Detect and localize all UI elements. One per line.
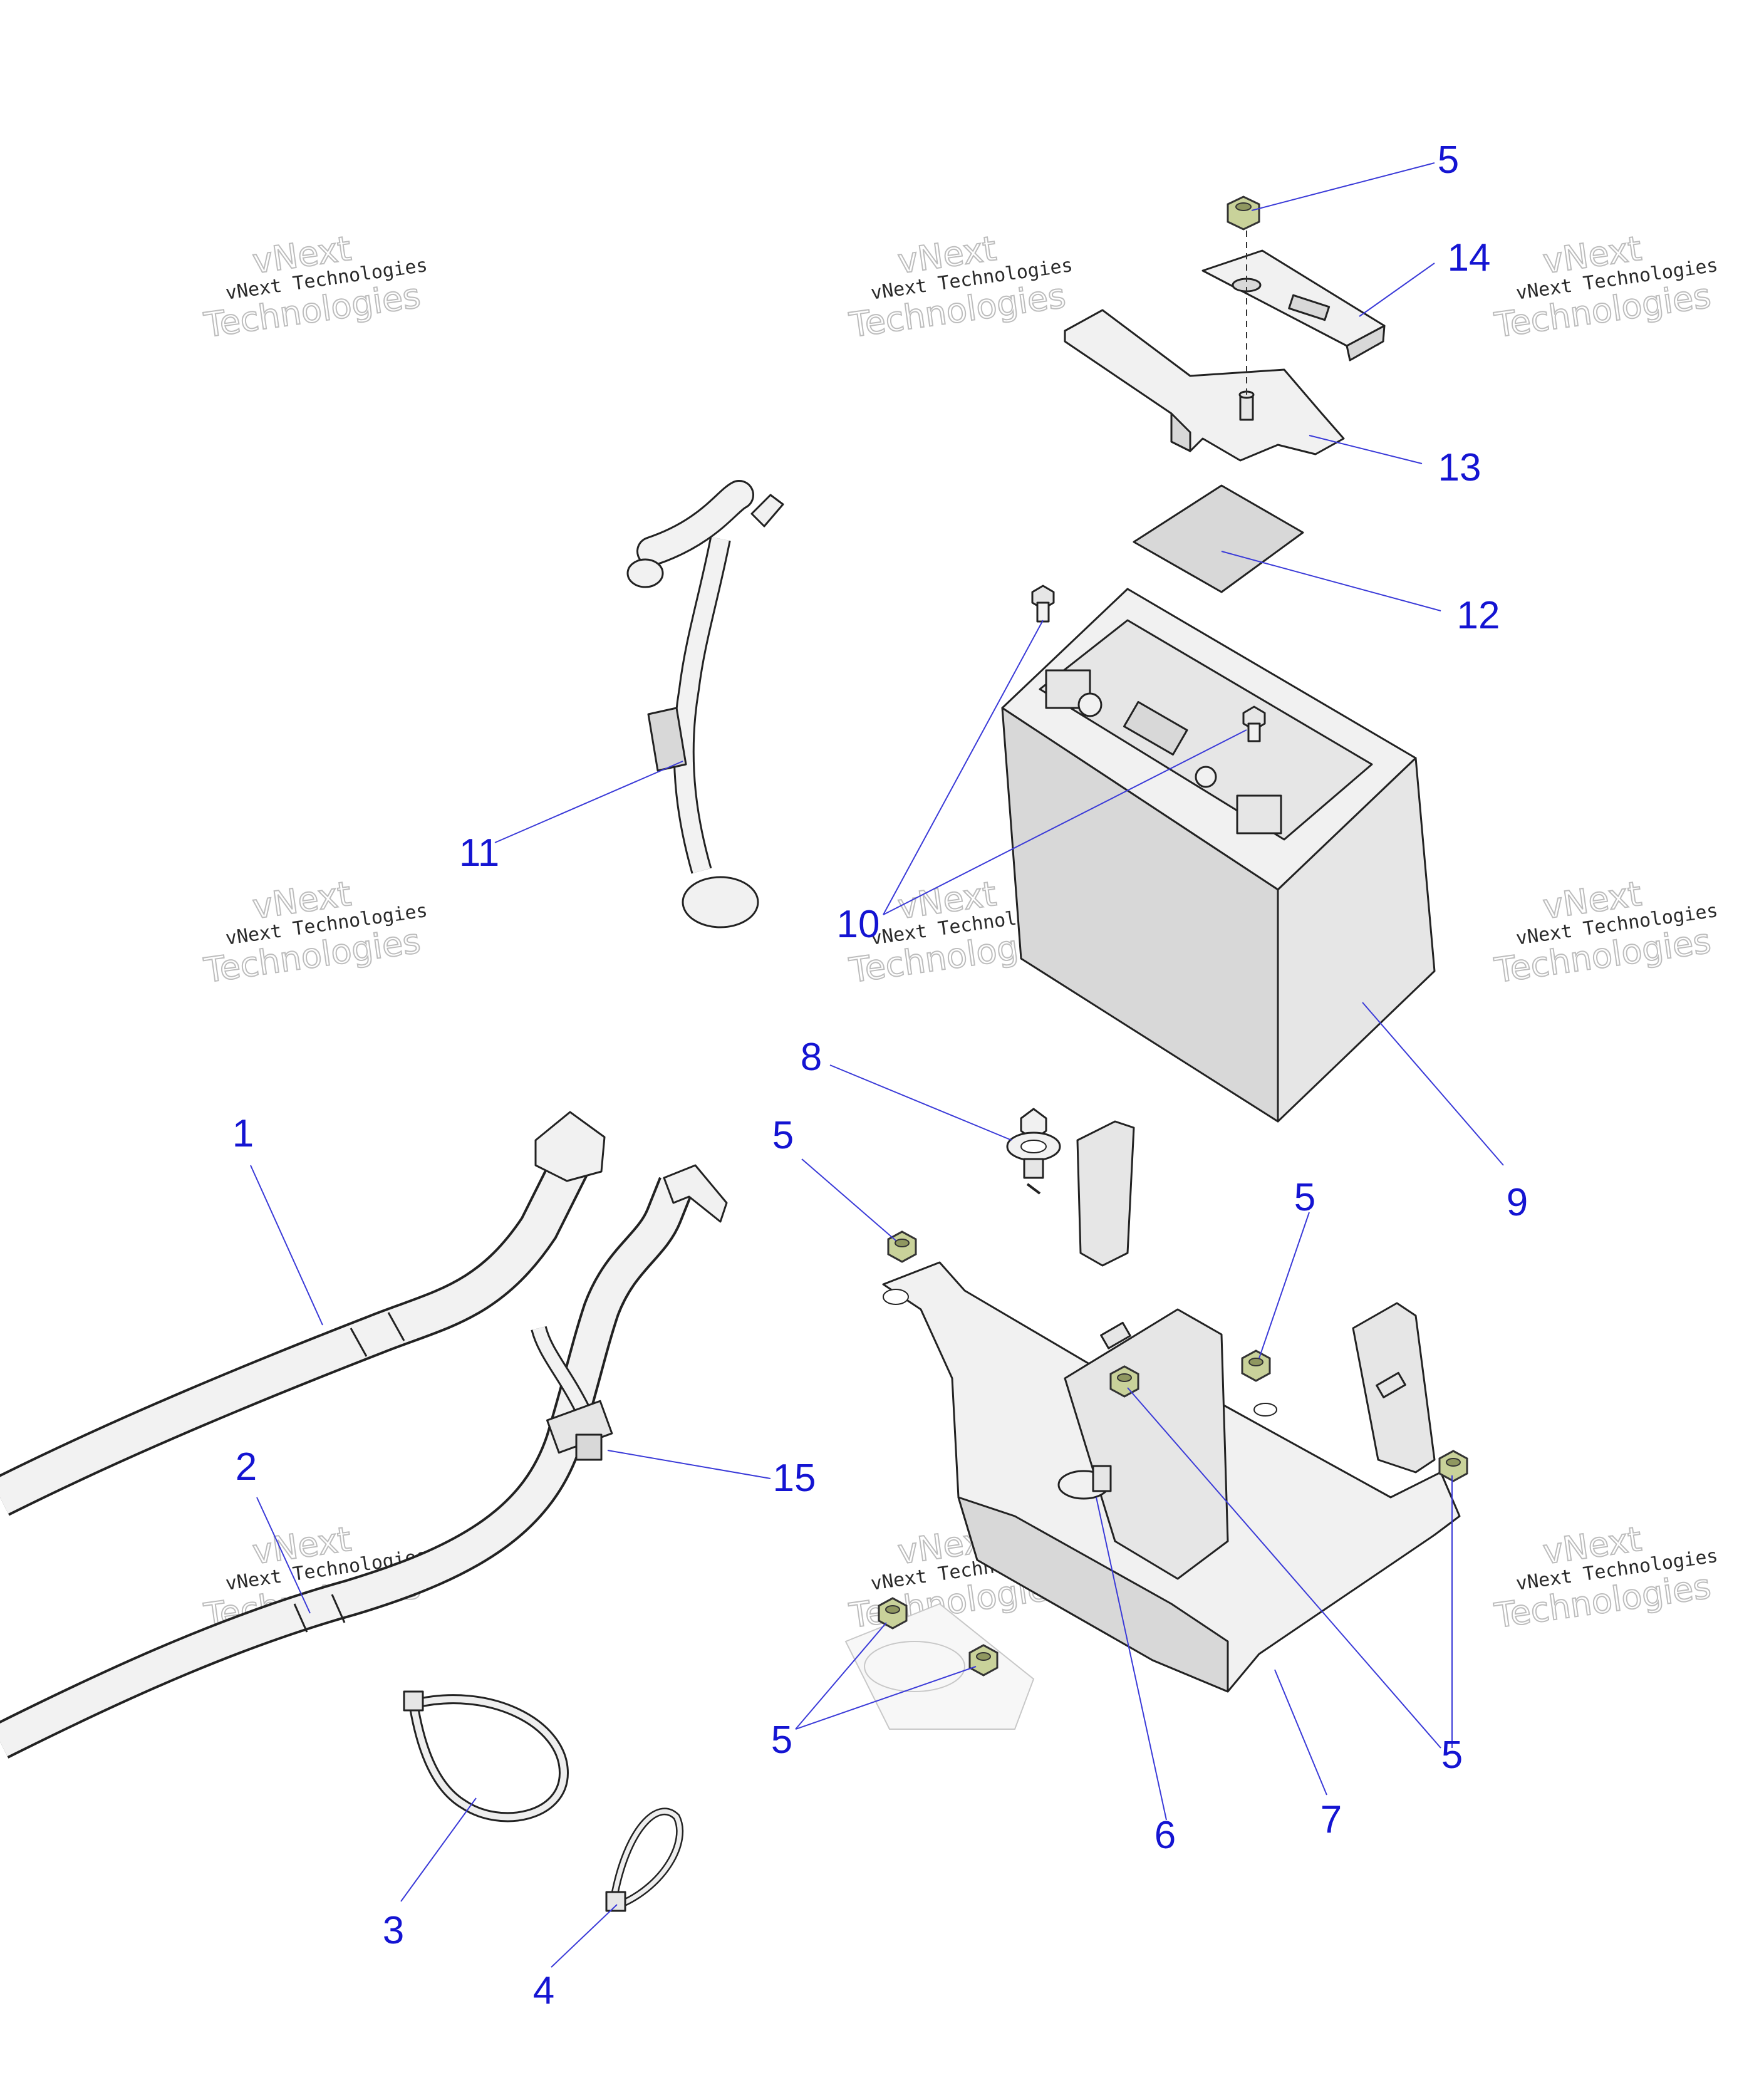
callout-5-bottom-right: 5 [1441,1734,1463,1777]
leader-9 [1362,1002,1504,1166]
callout-7: 7 [1320,1798,1342,1841]
leader-5d [795,1622,887,1730]
leader-3 [400,1797,477,1902]
part-pad [1133,484,1304,593]
watermark: vNext vNext Technologies Technologies [1492,1519,1720,1636]
callout-labels: 1 2 3 4 5 5 5 5 5 6 7 8 9 10 11 12 13 14… [232,138,1528,2012]
part-hold-down-clamp [1201,249,1386,361]
leader-8 [829,1064,1012,1141]
leader-10a [883,620,1044,915]
leader-5f [1127,1387,1441,1749]
watermark: vNext vNext Technologies Technologies [201,228,429,346]
callout-1: 1 [232,1112,254,1155]
part-battery [1001,588,1436,1123]
leader-7 [1274,1669,1327,1796]
nut [887,1230,917,1263]
leader-6 [1096,1497,1167,1821]
nut [1438,1450,1468,1482]
watermark: vNext vNext Technologies Technologies [1492,228,1720,346]
leader-13 [1309,435,1423,464]
part-battery-cable-upper [626,480,784,928]
part-battery-cover [1064,219,1345,462]
nut [1241,1349,1271,1382]
part-cable-1 [0,1111,606,1516]
callout-2: 2 [236,1445,257,1489]
callout-5-top: 5 [1438,138,1459,182]
leader-5b [801,1158,896,1241]
leader-5e [795,1666,977,1730]
callout-5-left: 5 [772,1114,794,1157]
callout-4: 4 [533,1969,554,2012]
callout-5-right: 5 [1294,1176,1315,1219]
leader-5c [1258,1212,1310,1359]
leader-11 [494,761,683,843]
callout-10: 10 [837,903,880,946]
watermark: vNext vNext Technologies Technologies [201,873,429,991]
callout-5-bottom-left: 5 [771,1718,792,1762]
leader-15 [607,1450,771,1479]
part-cable-2 [0,1164,728,1759]
nut [878,1597,908,1630]
part-clip-6 [1057,1465,1112,1500]
leader-lines [250,162,1504,1968]
nut-top [1227,195,1260,231]
part-clip-15 [546,1400,613,1461]
leader-12 [1221,551,1441,611]
terminal-bolt [1242,705,1266,742]
terminal-bolt [1031,585,1055,623]
callout-3: 3 [383,1909,404,1952]
leader-2 [256,1497,311,1614]
nut [1109,1365,1139,1398]
watermark-group: vNext vNext Technologies Technologies vN… [201,228,1720,1636]
callout-13: 13 [1438,446,1481,489]
leader-4 [551,1904,618,1968]
part-bolt-8 [1006,1108,1061,1195]
part-battery-tray [882,1120,1461,1693]
callout-6: 6 [1154,1814,1176,1857]
watermark: vNext vNext Technologies Technologies [1492,873,1720,991]
leader-14 [1359,263,1435,317]
callout-15: 15 [773,1457,816,1500]
part-cable-tie-large [403,1690,569,1822]
callout-12: 12 [1457,594,1500,637]
leader-10b [883,729,1247,915]
leader-1 [250,1165,323,1326]
nut [968,1644,999,1677]
callout-9: 9 [1507,1181,1528,1224]
callout-8: 8 [801,1036,822,1079]
callout-11: 11 [459,831,499,875]
leader-5a [1251,162,1435,211]
callout-14: 14 [1448,236,1491,279]
watermark: vNext vNext Technologies Technologies [846,228,1074,346]
part-cable-tie-small [605,1807,684,1912]
